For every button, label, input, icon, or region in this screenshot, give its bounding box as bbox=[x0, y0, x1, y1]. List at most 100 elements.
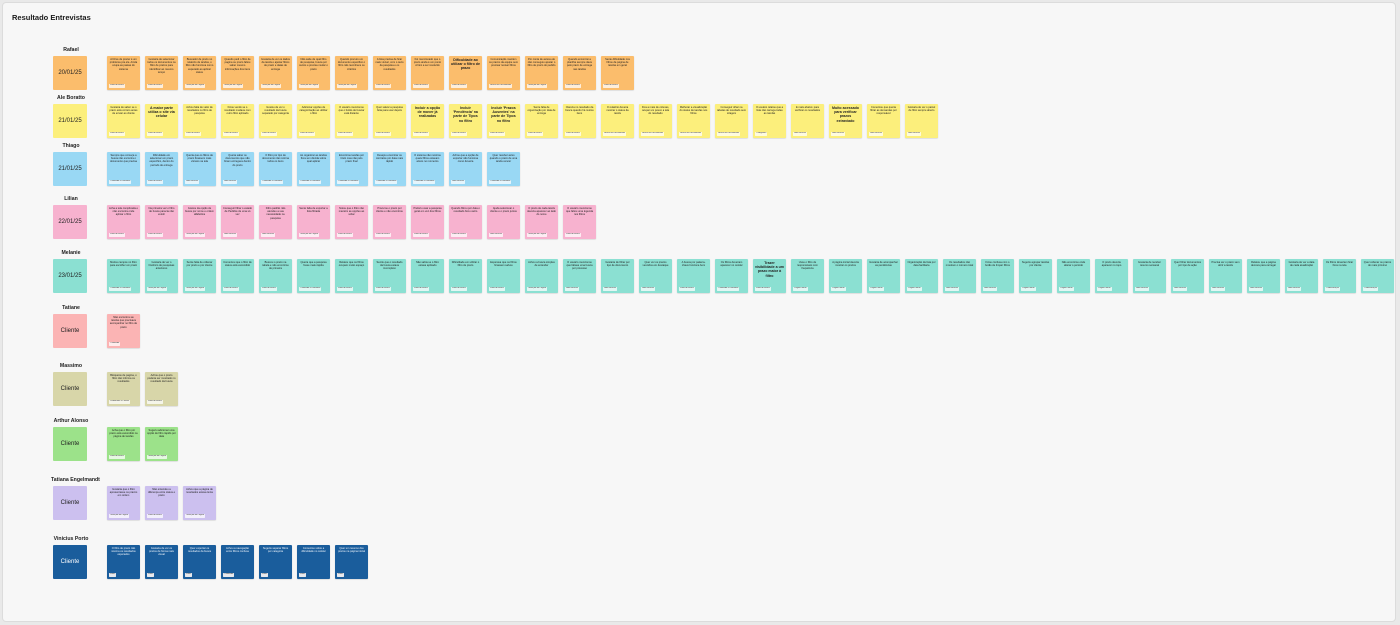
sticky-note-tag[interactable]: Filtro de busca bbox=[413, 287, 430, 291]
sticky-note[interactable]: Ficou vendo se o resultado mudava com ou… bbox=[221, 104, 254, 138]
sticky-note-tag[interactable]: Filtro de busca bbox=[109, 233, 126, 237]
sticky-note[interactable]: Sempre que começa a busca não encontra o… bbox=[107, 152, 140, 186]
sticky-note-tag[interactable]: Conteúdo e Formatos bbox=[261, 180, 284, 184]
sticky-note[interactable]: O filtro de prazo não retorna os resulta… bbox=[107, 545, 140, 579]
sticky-note[interactable]: Foi mencionado que o prazo ainda é um po… bbox=[411, 56, 444, 90]
sticky-note[interactable]: Comentou que o filtro de status está esc… bbox=[221, 259, 254, 293]
sticky-note-tag[interactable]: Filtro de busca bbox=[147, 180, 164, 184]
sticky-note[interactable]: Quando pedi o filtro de pagina ou prazo … bbox=[221, 56, 254, 90]
sticky-note-tag[interactable]: Mais Buscas bbox=[831, 132, 846, 136]
sticky-note-tag[interactable]: Geração de Pagina bbox=[185, 287, 206, 291]
sticky-note-tag[interactable]: Comunicação bbox=[1363, 287, 1379, 291]
sticky-note[interactable]: A lista precisa de ficar mais visível, c… bbox=[373, 56, 406, 90]
sticky-note-tag[interactable]: Filtro de busca bbox=[413, 84, 430, 88]
sticky-note[interactable]: Quando procuro um documento especifico o… bbox=[335, 56, 368, 90]
sticky-note-tag[interactable]: Conteúdo e Formatos bbox=[299, 287, 322, 291]
sticky-note[interactable]: Gostaria que o filtro apresentasse os pr… bbox=[107, 486, 140, 520]
sticky-note-tag[interactable]: Mais Buscas bbox=[869, 132, 884, 136]
sticky-note-tag[interactable]: Filtro bbox=[299, 573, 306, 577]
interview-date-sticky[interactable]: 21/01/25 bbox=[53, 152, 87, 186]
sticky-note[interactable]: Dificuldade em utilizar o filtro de praz… bbox=[449, 259, 482, 293]
sticky-note-tag[interactable]: Geração de Pagina bbox=[185, 84, 206, 88]
sticky-note-tag[interactable]: Filtro de busca bbox=[109, 84, 126, 88]
interview-date-sticky[interactable]: Cliente bbox=[53, 372, 87, 406]
sticky-note[interactable]: Gostaria de saber se o prazo está corret… bbox=[107, 104, 140, 138]
sticky-note-tag[interactable]: Mais Buscas bbox=[489, 233, 504, 237]
sticky-note-tag[interactable]: Filtro bbox=[185, 573, 192, 577]
interview-date-sticky[interactable]: 21/01/25 bbox=[53, 104, 87, 138]
sticky-note-tag[interactable]: Conteúdo e Formatos bbox=[109, 287, 132, 291]
interview-date-sticky[interactable]: 23/01/25 bbox=[53, 259, 87, 293]
sticky-note[interactable]: Clareza no resultado da busca quando há … bbox=[563, 104, 596, 138]
sticky-note[interactable]: Buscou o prazo na tabela e não encontrou… bbox=[259, 259, 292, 293]
sticky-note-tag[interactable]: Geração de Pagina bbox=[527, 84, 548, 88]
sticky-note[interactable]: Usou o filtro de responsáveis com frequê… bbox=[791, 259, 824, 293]
sticky-note-tag[interactable]: Conteúdo e Formatos bbox=[489, 180, 512, 184]
sticky-note-tag[interactable]: Filtro de busca bbox=[413, 132, 430, 136]
sticky-note[interactable]: Relatou que os filtros ocupam muito espa… bbox=[335, 259, 368, 293]
sticky-note[interactable]: Não entendeu a diferença entre status e … bbox=[145, 486, 178, 520]
sticky-note-tag[interactable]: Filtro de busca bbox=[337, 233, 354, 237]
sticky-note-tag[interactable]: Filtro de busca bbox=[147, 233, 164, 237]
sticky-note-tag[interactable]: Filtro de busca bbox=[489, 287, 506, 291]
sticky-note-tag[interactable]: Pagina Inicial bbox=[1097, 287, 1112, 291]
sticky-note[interactable]: Gostou de ver o resultado da busca separ… bbox=[259, 104, 292, 138]
sticky-note[interactable]: Quando encontrei a planilha sempre dava … bbox=[563, 56, 596, 90]
sticky-note-tag[interactable]: Mais Buscas bbox=[261, 233, 276, 237]
sticky-note[interactable]: Não encontrou as tarefas que precisava a… bbox=[107, 314, 140, 348]
sticky-note[interactable]: Adicionar opções de categorização ao uti… bbox=[297, 104, 330, 138]
sticky-note-tag[interactable]: Pagina Inicial bbox=[1059, 287, 1074, 291]
sticky-note-tag[interactable]: Mais Buscas bbox=[565, 287, 580, 291]
sticky-note[interactable]: O usuário mencionou que faltava uma busc… bbox=[563, 259, 596, 293]
sticky-note-tag[interactable]: Filtro de busca bbox=[147, 400, 164, 404]
sticky-note-tag[interactable]: Filtro de busca bbox=[565, 233, 582, 237]
sticky-note[interactable]: A maior parte utiliza o site via celular… bbox=[145, 104, 178, 138]
sticky-note[interactable]: O usuário relatou que a lista não carreg… bbox=[753, 104, 786, 138]
sticky-note[interactable]: Gostaria de ver os dados da tarefa e aju… bbox=[259, 56, 292, 90]
sticky-note[interactable]: Sugeriu adicionar uma opção de filtro rá… bbox=[145, 427, 178, 461]
sticky-note-tag[interactable]: Mais Buscas bbox=[451, 180, 466, 184]
sticky-note-tag[interactable]: Conteúdo e Formatos bbox=[375, 180, 398, 184]
sticky-note[interactable]: Incluir 'Prazos Ausentes' na parte de Ti… bbox=[487, 104, 520, 138]
sticky-note-tag[interactable]: Geração de Pagina bbox=[147, 455, 168, 459]
sticky-note-tag[interactable]: Geração de Pagina bbox=[185, 233, 206, 237]
sticky-note[interactable]: Trazer visibilidade a um prazo maior à f… bbox=[753, 259, 786, 293]
sticky-note[interactable]: Fica a mais de colunas, ocupar um pouco … bbox=[639, 104, 672, 138]
sticky-note-tag[interactable]: Filtro de busca bbox=[223, 287, 240, 291]
sticky-note-tag[interactable]: Conteúdo bbox=[109, 342, 121, 346]
sticky-note[interactable]: Ficou confusa com o botão de limpar filt… bbox=[981, 259, 1014, 293]
sticky-note-tag[interactable]: Busca de Documentos bbox=[717, 132, 741, 136]
sticky-note-tag[interactable]: Filtro de busca bbox=[337, 132, 354, 136]
sticky-note-tag[interactable]: Filtro de busca bbox=[147, 132, 164, 136]
sticky-note-tag[interactable]: Filtro de busca bbox=[527, 132, 544, 136]
sticky-note-tag[interactable]: Filtro de busca bbox=[299, 132, 316, 136]
sticky-note[interactable]: Comunicação mantém os prazos da equipe s… bbox=[487, 56, 520, 90]
sticky-note[interactable]: Muito acessado para verificar prazos ext… bbox=[829, 104, 862, 138]
sticky-note-tag[interactable]: Conteúdo e Formatos bbox=[717, 287, 740, 291]
sticky-note-tag[interactable]: Filtro de busca bbox=[375, 233, 392, 237]
sticky-note[interactable]: Notou que o filtro não mantém as opções … bbox=[335, 205, 368, 239]
sticky-note[interactable]: Procurou o prazo por cliente e não encon… bbox=[373, 205, 406, 239]
sticky-note-tag[interactable]: Busca de Documentos bbox=[641, 132, 665, 136]
sticky-note[interactable]: Acha a tela complicada e não encontra on… bbox=[107, 205, 140, 239]
sticky-note-tag[interactable]: Mais Buscas bbox=[641, 287, 656, 291]
sticky-note-tag[interactable]: Geração de Pagina bbox=[299, 84, 320, 88]
sticky-note[interactable]: Desejou encontrar os contratos por data … bbox=[373, 152, 406, 186]
sticky-note-tag[interactable]: Geração de Pagina bbox=[261, 84, 282, 88]
sticky-note[interactable]: Buscador de prazo no relatório de tarefa… bbox=[183, 56, 216, 90]
sticky-note-tag[interactable]: Mais Buscas bbox=[223, 180, 238, 184]
sticky-note-tag[interactable]: Filtro de busca bbox=[375, 132, 392, 136]
sticky-note[interactable]: Queria que os filtros de prazo ficassem … bbox=[183, 152, 216, 186]
sticky-note-tag[interactable]: Busca de Documentos bbox=[603, 132, 627, 136]
sticky-note[interactable]: Filtro padrão não atendeu a sua necessid… bbox=[259, 205, 292, 239]
sticky-note-tag[interactable]: Problemas e Prazos bbox=[109, 400, 131, 404]
sticky-note[interactable]: E mais abaixo: para verificar os resulta… bbox=[791, 104, 824, 138]
sticky-note-tag[interactable]: Filtro de busca bbox=[109, 455, 126, 459]
